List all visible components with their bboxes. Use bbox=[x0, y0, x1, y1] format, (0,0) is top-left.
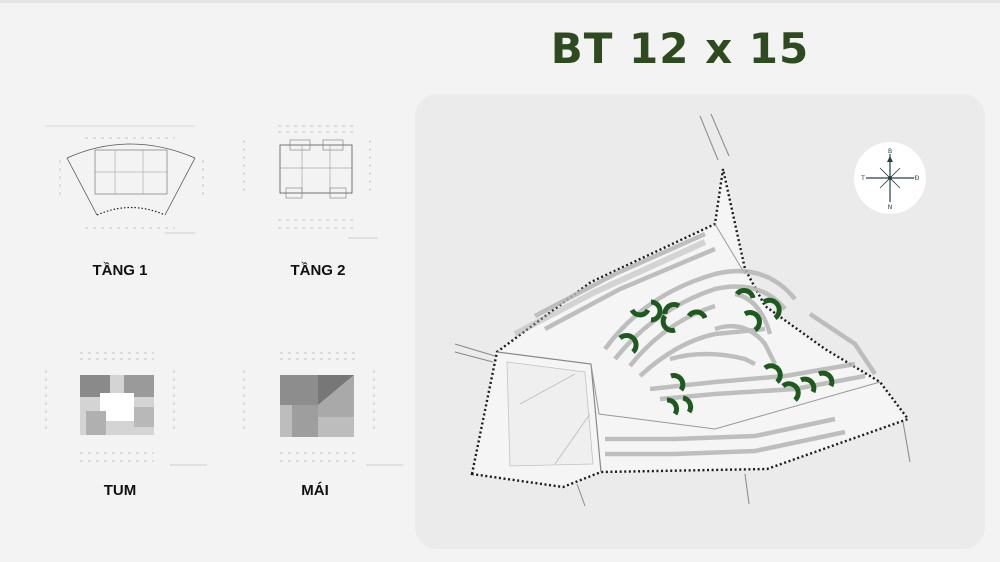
floor-plan-label-mai: MÁI bbox=[301, 482, 329, 499]
floor-plan-tum[interactable] bbox=[42, 345, 212, 495]
compass-rose: B T Đ N bbox=[854, 142, 926, 214]
floor-plan-label-tum: TUM bbox=[103, 482, 137, 499]
top-divider bbox=[0, 0, 1000, 3]
floor-plan-tang-1-drawing bbox=[45, 125, 204, 234]
floor-plan-label-tang-2: TẦNG 2 bbox=[290, 262, 346, 279]
floor-plan-tang-2[interactable] bbox=[238, 120, 408, 270]
floor-plan-tum-drawing bbox=[45, 352, 207, 466]
floor-plan-tang-2-drawing bbox=[243, 125, 378, 239]
compass-label-east: Đ bbox=[915, 175, 920, 182]
floor-plan-label-tang-1: TẦNG 1 bbox=[92, 262, 148, 279]
compass-label-south: N bbox=[888, 204, 893, 211]
site-map bbox=[454, 113, 911, 507]
compass-label-north: B bbox=[888, 148, 892, 155]
floor-plan-mai-drawing bbox=[243, 352, 403, 466]
page-title: BT 12 x 15 bbox=[550, 24, 810, 73]
floor-plan-mai[interactable] bbox=[238, 345, 408, 495]
site-map-panel[interactable]: B T Đ N bbox=[415, 94, 985, 549]
compass-icon: B T Đ N bbox=[860, 148, 920, 211]
highlight-markers bbox=[618, 288, 835, 416]
compass-label-west: T bbox=[860, 175, 865, 182]
floor-plan-tang-1[interactable] bbox=[45, 120, 215, 270]
